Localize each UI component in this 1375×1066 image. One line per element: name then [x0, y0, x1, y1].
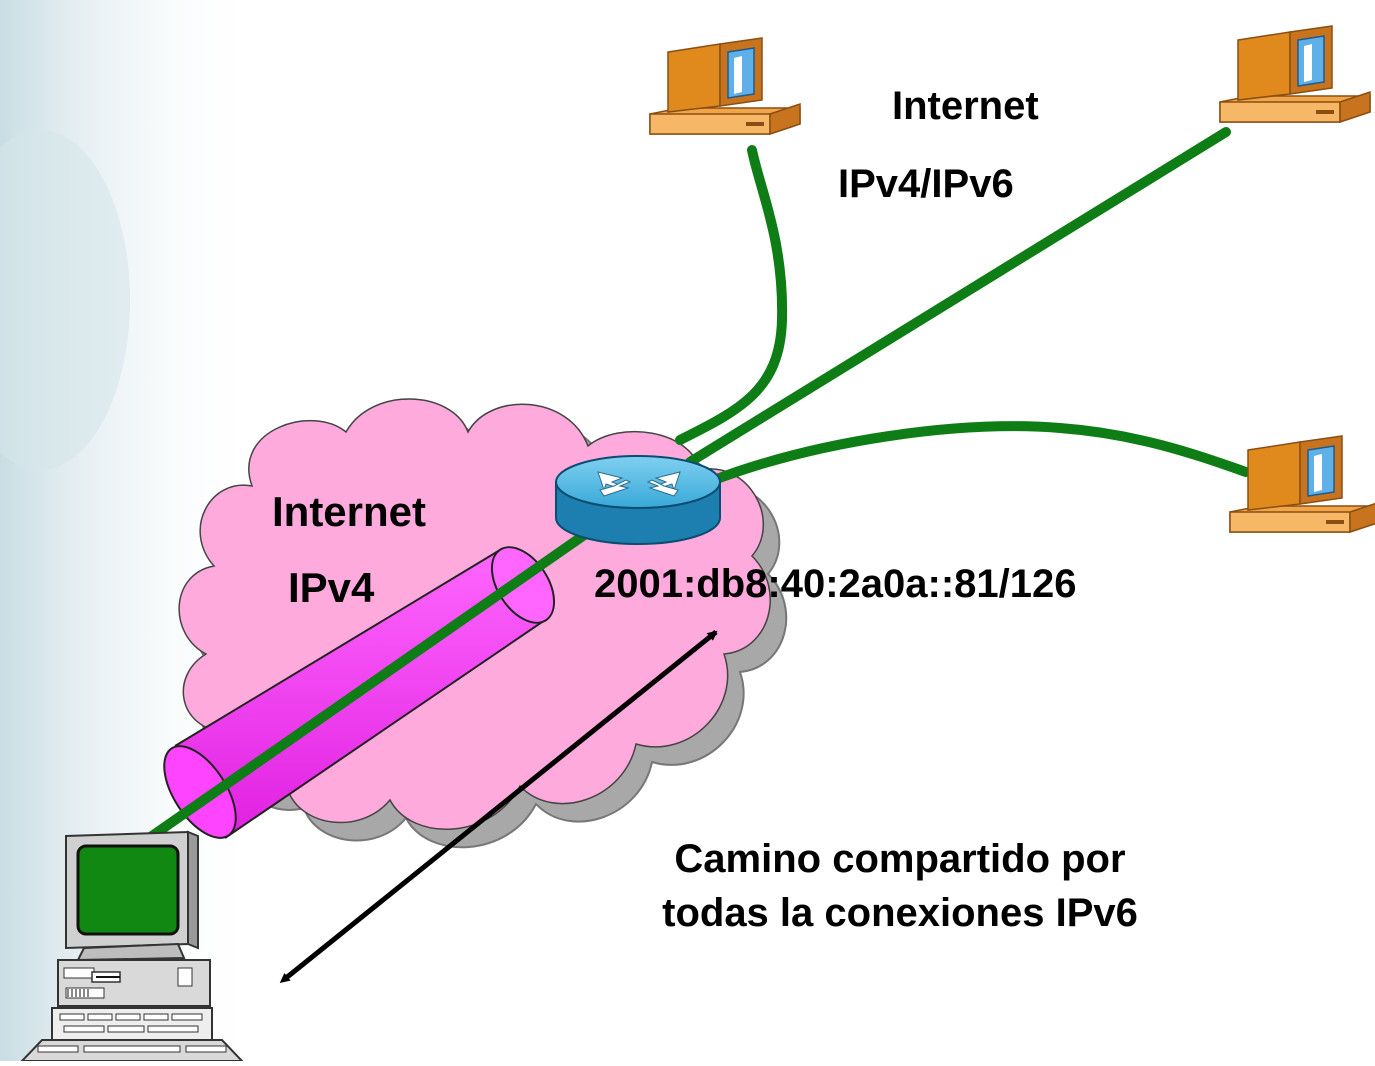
caption-line-2: todas la conexiones IPv6 — [662, 891, 1138, 935]
ipv4-ipv6-label: IPv4/IPv6 — [838, 162, 1014, 206]
desktop-computer-icon — [1229, 435, 1375, 534]
link-to-host-right — [709, 421, 1251, 485]
internet-ipv4-ipv6-title: Internet — [892, 84, 1039, 128]
link-to-host-top-left — [675, 145, 788, 445]
router-icon — [555, 455, 721, 545]
ipv6-links — [675, 127, 1251, 485]
shared-path-arrow — [279, 630, 718, 984]
caption-line-1: Camino compartido por — [674, 837, 1126, 881]
desktop-computer-icon — [649, 37, 801, 136]
workstation-computer-icon — [19, 830, 245, 1062]
shared-path-caption: Camino compartido por todas la conexione… — [600, 832, 1200, 940]
link-to-host-top-right — [685, 127, 1231, 467]
cloud-internet-label: Internet — [272, 488, 427, 535]
desktop-computer-icon — [1219, 25, 1371, 124]
cloud-ipv4-label: IPv4 — [288, 564, 375, 611]
router-ipv6-address: 2001:db8:40:2a0a::81/126 — [594, 562, 1077, 606]
